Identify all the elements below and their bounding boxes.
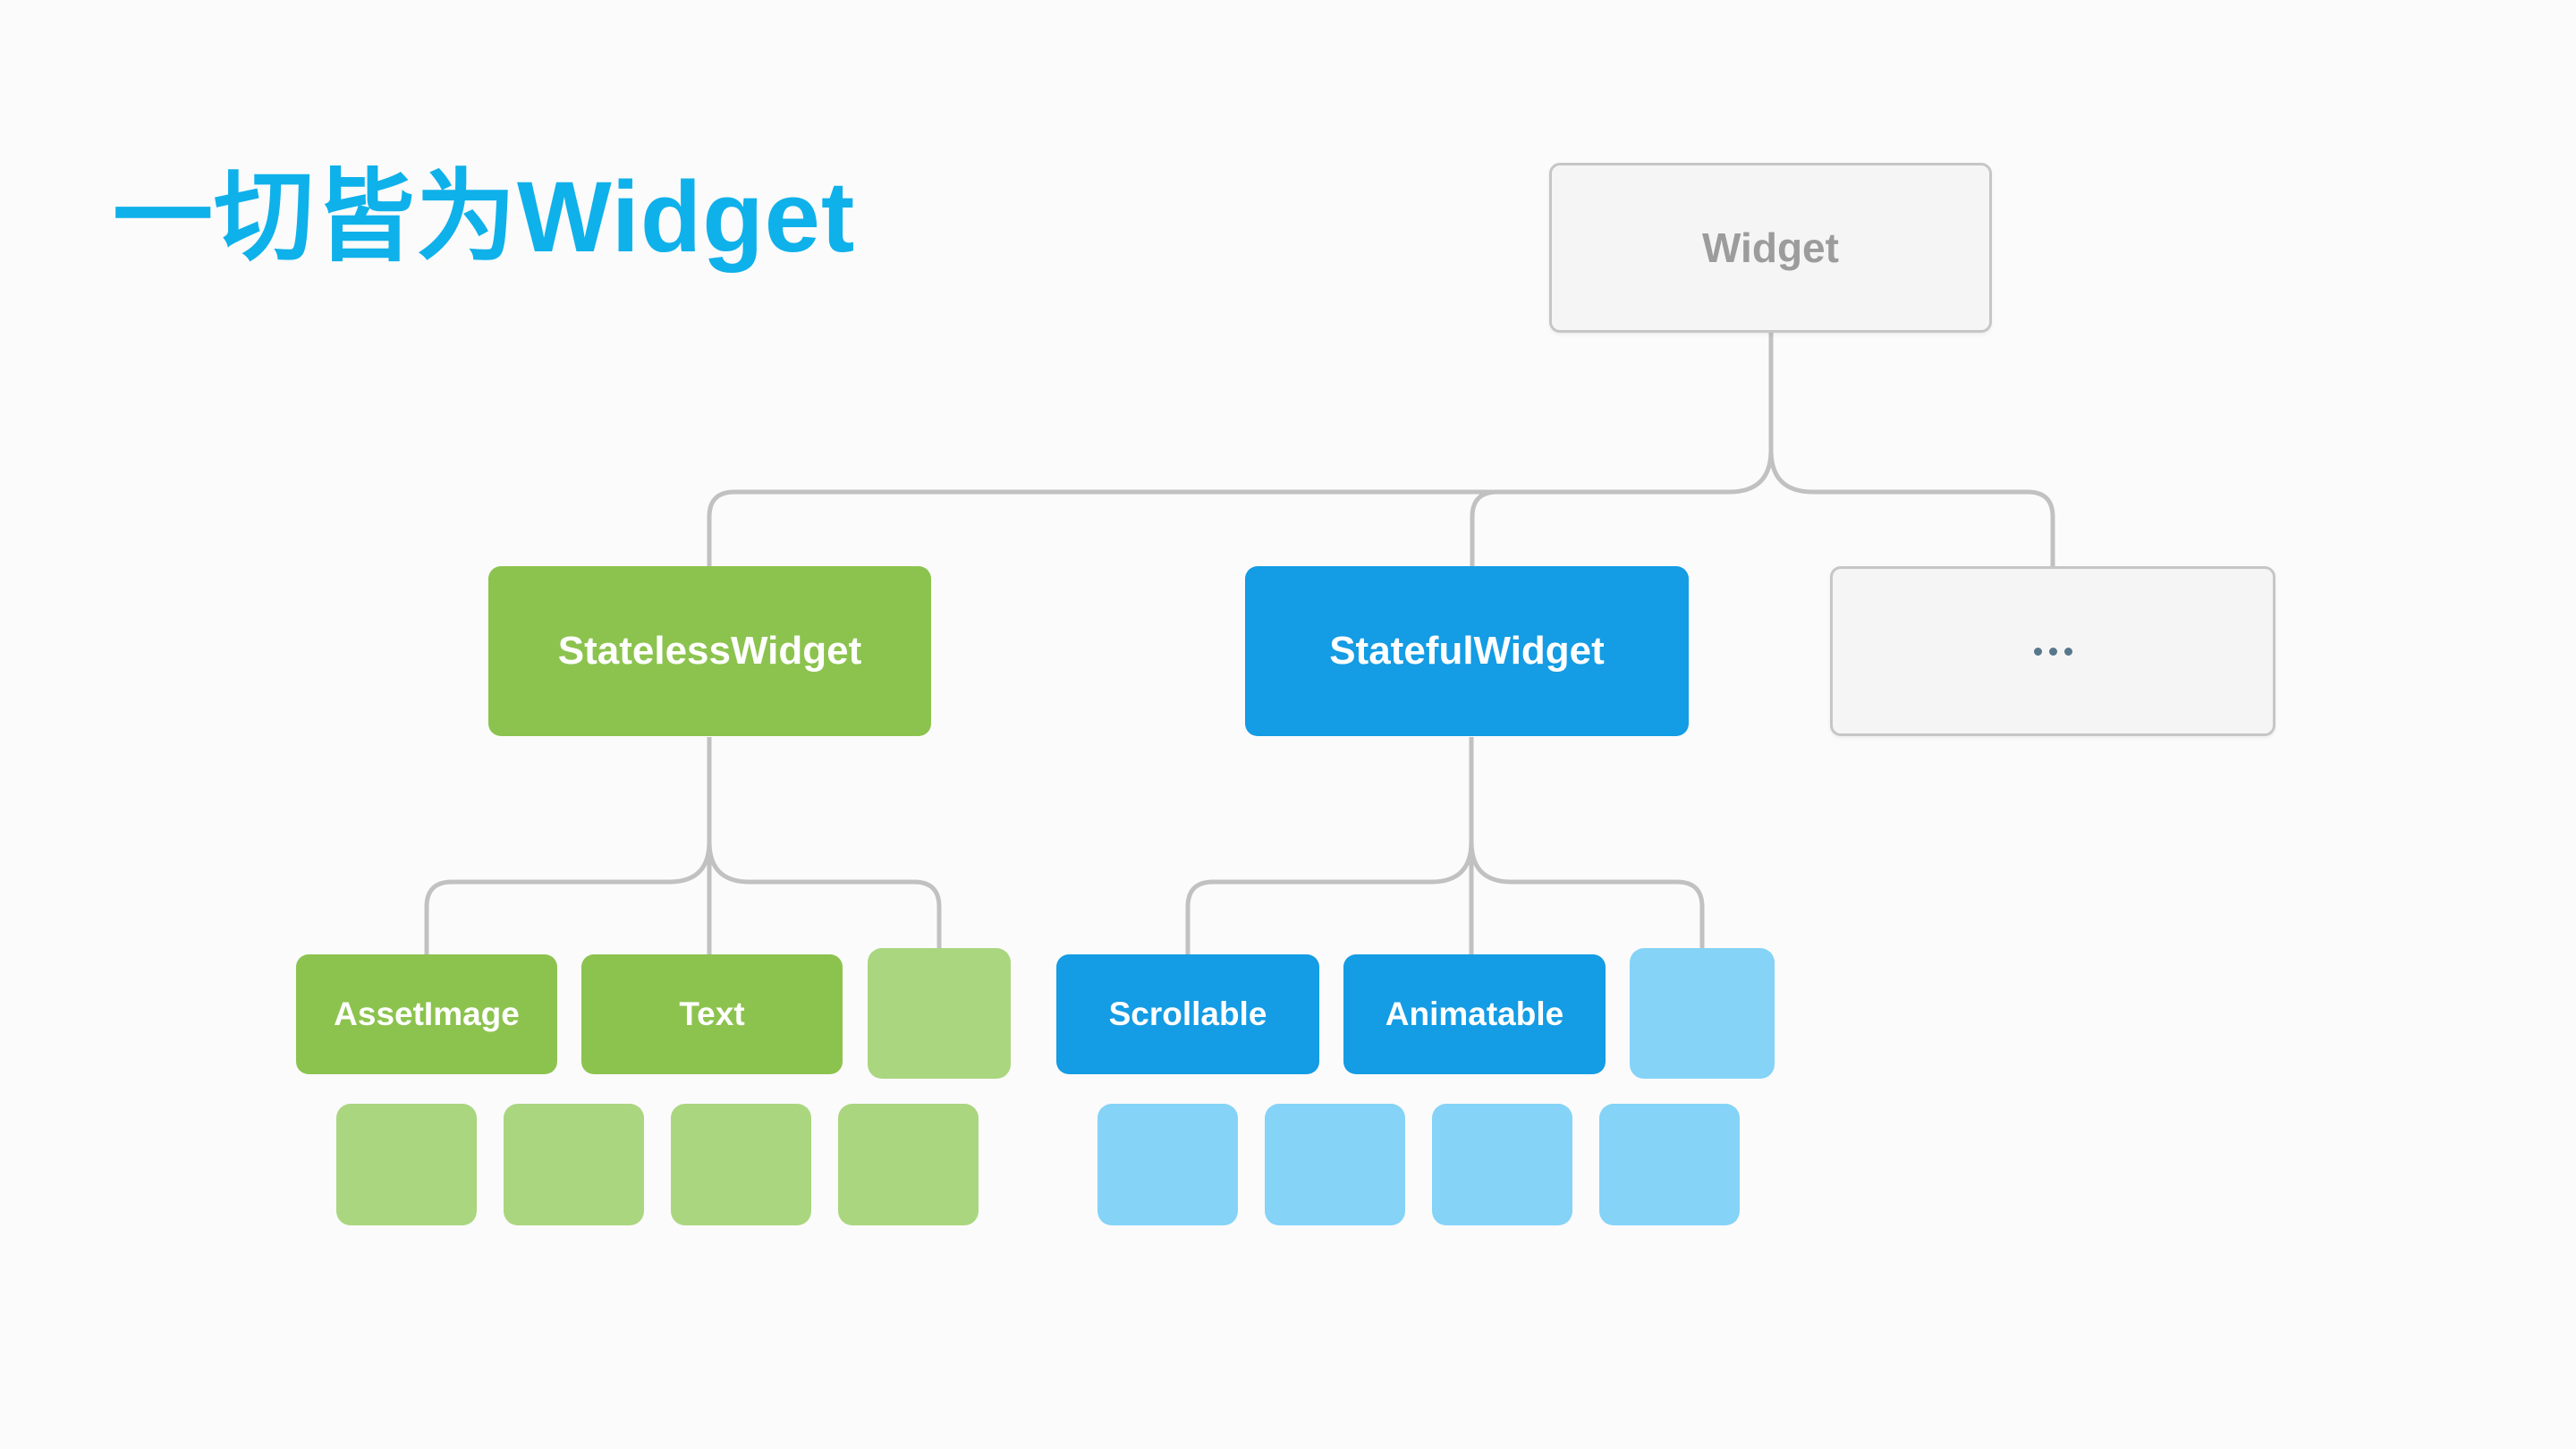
node-statefulwidget-label: StatefulWidget — [1329, 629, 1605, 673]
node-assetimage: AssetImage — [296, 954, 557, 1074]
node-animatable: Animatable — [1343, 954, 1606, 1074]
leaf-square-blue — [1265, 1104, 1405, 1225]
connector-stateless-right — [707, 841, 942, 950]
blue-leaf-row — [1097, 1104, 1740, 1225]
node-scrollable-label: Scrollable — [1108, 996, 1267, 1032]
connector-stateful-right — [1469, 841, 1705, 950]
node-statefulwidget: StatefulWidget — [1245, 566, 1689, 736]
node-animatable-label: Animatable — [1385, 996, 1564, 1032]
dot — [2033, 647, 2042, 656]
leaf-square-green — [504, 1104, 644, 1225]
leaf-square-blue — [1432, 1104, 1572, 1225]
leaf-square-green — [671, 1104, 811, 1225]
leaf-square-blue — [1599, 1104, 1740, 1225]
node-statelesswidget: StatelessWidget — [488, 566, 931, 736]
node-widget-label: Widget — [1702, 225, 1839, 271]
ellipsis-icon — [2033, 647, 2072, 656]
connector-root-left — [707, 449, 1774, 567]
node-unlabeled-green — [868, 948, 1011, 1079]
node-text: Text — [581, 954, 843, 1074]
connector-root-middle — [1470, 489, 1513, 567]
node-other-widgets — [1830, 566, 2275, 736]
leaf-square-green — [838, 1104, 979, 1225]
dot — [2063, 647, 2072, 656]
leaf-square-green — [336, 1104, 477, 1225]
leaf-square-blue — [1097, 1104, 1238, 1225]
connector-root-right — [1768, 449, 2055, 567]
slide-title: 一切皆为Widget — [113, 161, 856, 273]
connector-stateful-left — [1185, 841, 1474, 955]
node-text-label: Text — [679, 996, 745, 1032]
dot — [2048, 647, 2057, 656]
green-leaf-row — [336, 1104, 979, 1225]
node-assetimage-label: AssetImage — [334, 996, 520, 1032]
node-statelesswidget-label: StatelessWidget — [557, 629, 862, 673]
node-unlabeled-blue — [1630, 948, 1775, 1079]
node-widget: Widget — [1549, 163, 1992, 333]
connector-stateless-left — [424, 841, 712, 955]
node-scrollable: Scrollable — [1056, 954, 1319, 1074]
